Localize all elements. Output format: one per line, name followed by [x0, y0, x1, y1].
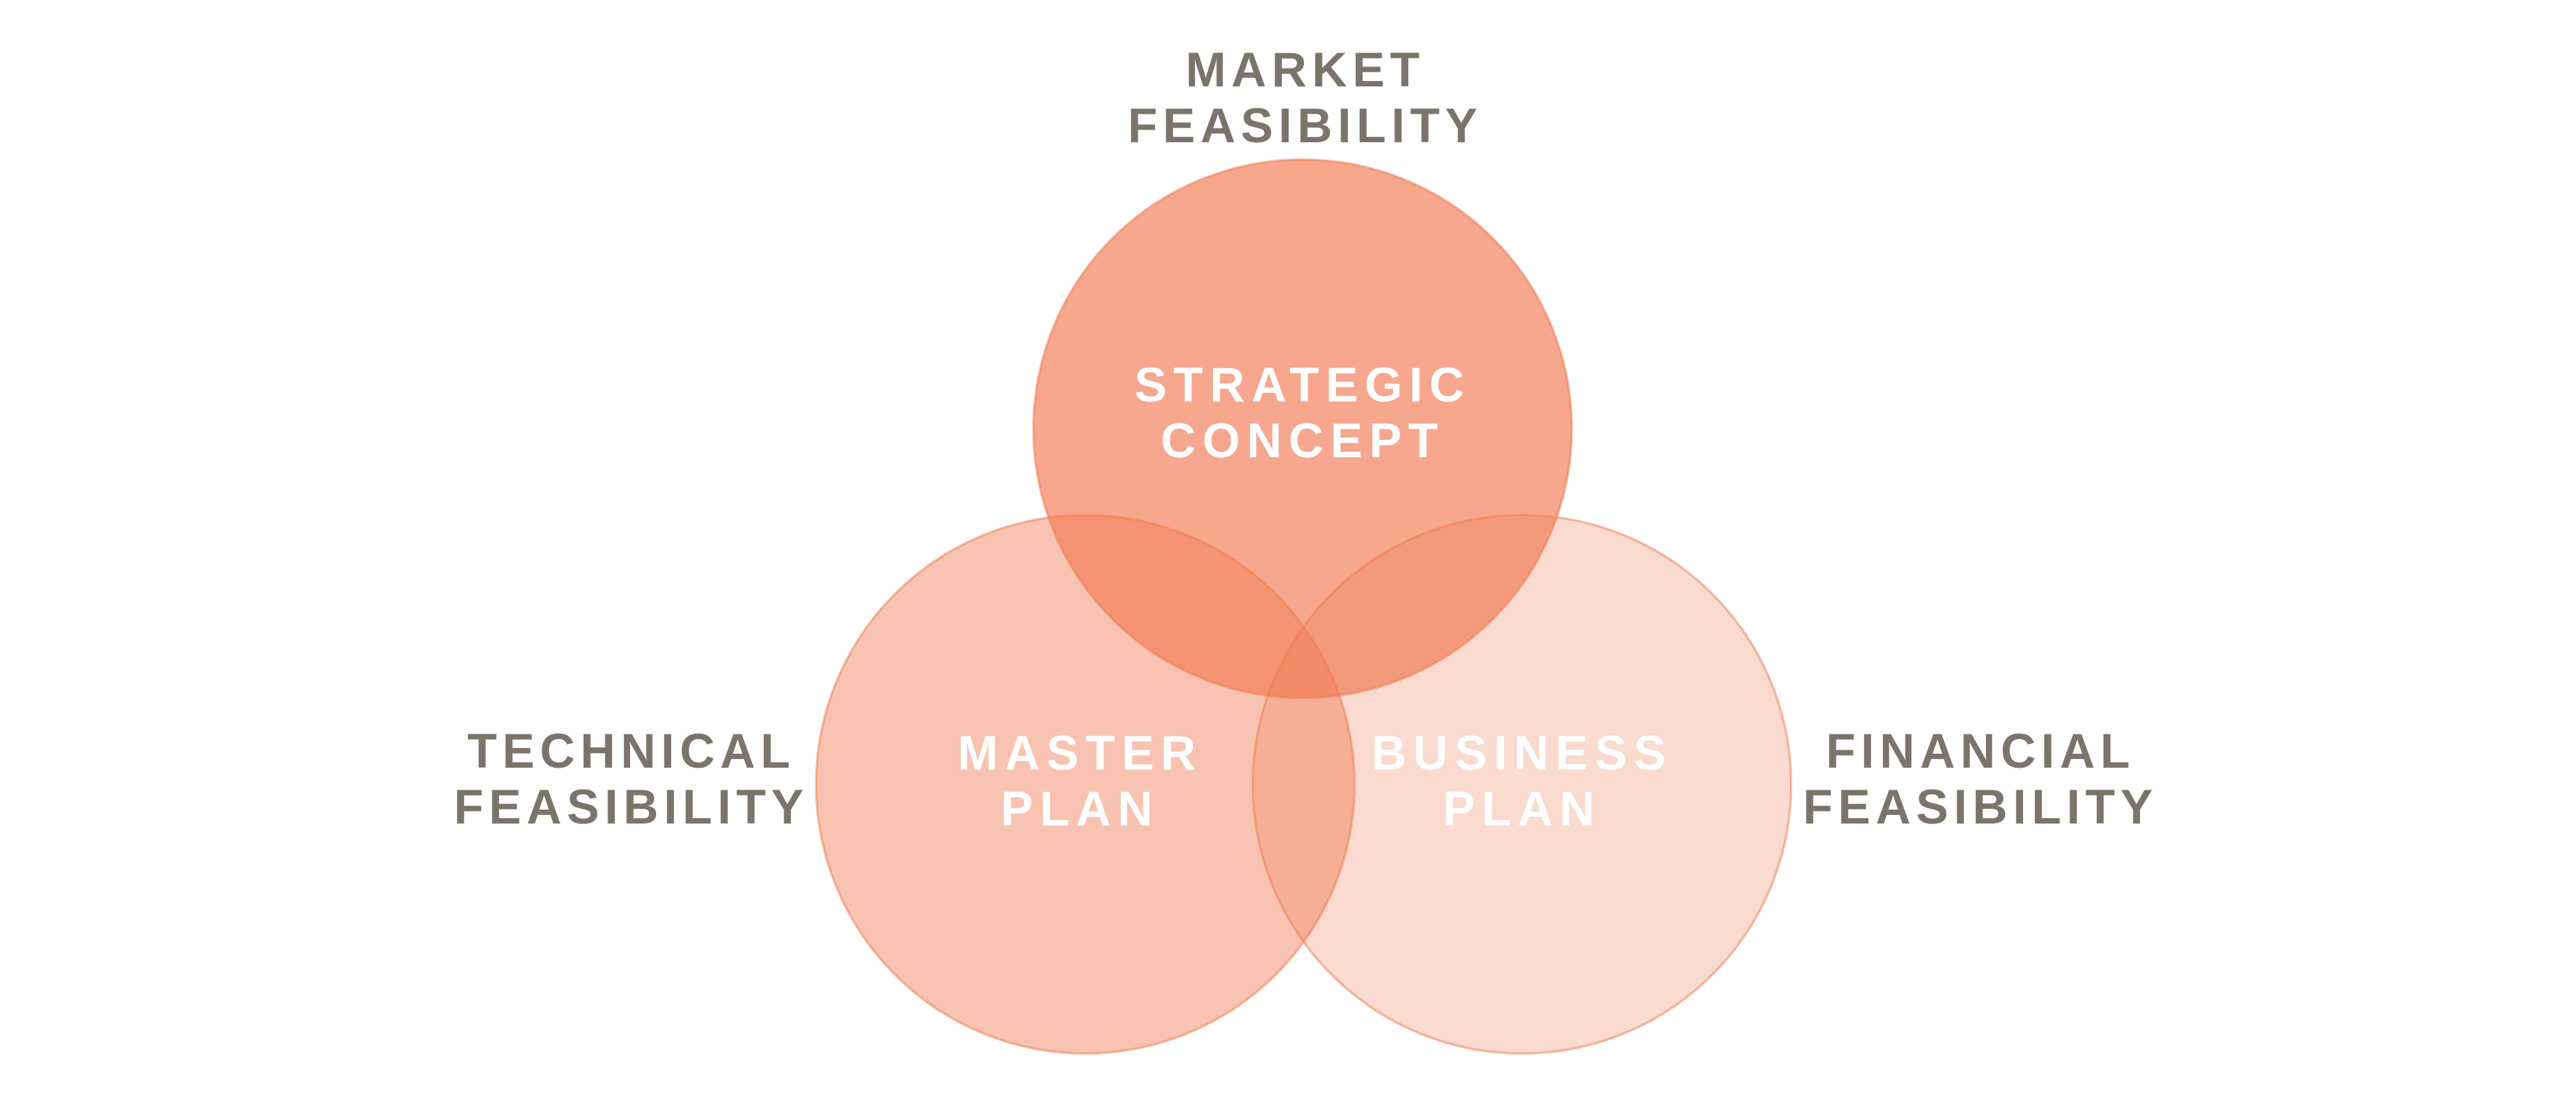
- technical-feasibility-line2: FEASIBILITY: [453, 780, 809, 834]
- master-plan-line1: MASTER: [957, 726, 1203, 780]
- technical-feasibility-label: TECHNICAL FEASIBILITY: [454, 724, 809, 835]
- business-plan-label: BUSINESS PLAN: [1371, 726, 1672, 837]
- market-feasibility-label: MARKET FEASIBILITY: [1128, 43, 1483, 154]
- financial-feasibility-line1: FINANCIAL: [1826, 724, 2135, 778]
- master-plan-line2: PLAN: [1000, 782, 1160, 836]
- circle-business-plan: [1251, 514, 1792, 1055]
- circle-strategic-concept: [1032, 158, 1573, 699]
- circle-master-plan: [815, 514, 1356, 1055]
- strategic-concept-line2: CONCEPT: [1160, 414, 1445, 468]
- strategic-concept-line1: STRATEGIC: [1134, 358, 1471, 412]
- master-plan-label: MASTER PLAN: [958, 726, 1202, 837]
- technical-feasibility-line1: TECHNICAL: [467, 724, 796, 778]
- business-plan-line2: PLAN: [1442, 782, 1602, 836]
- business-plan-line1: BUSINESS: [1371, 726, 1673, 780]
- financial-feasibility-label: FINANCIAL FEASIBILITY: [1803, 724, 2158, 835]
- strategic-concept-label: STRATEGIC CONCEPT: [1134, 358, 1471, 469]
- market-feasibility-line1: MARKET: [1185, 43, 1426, 97]
- financial-feasibility-line2: FEASIBILITY: [1802, 780, 2159, 834]
- market-feasibility-line2: FEASIBILITY: [1127, 99, 1483, 153]
